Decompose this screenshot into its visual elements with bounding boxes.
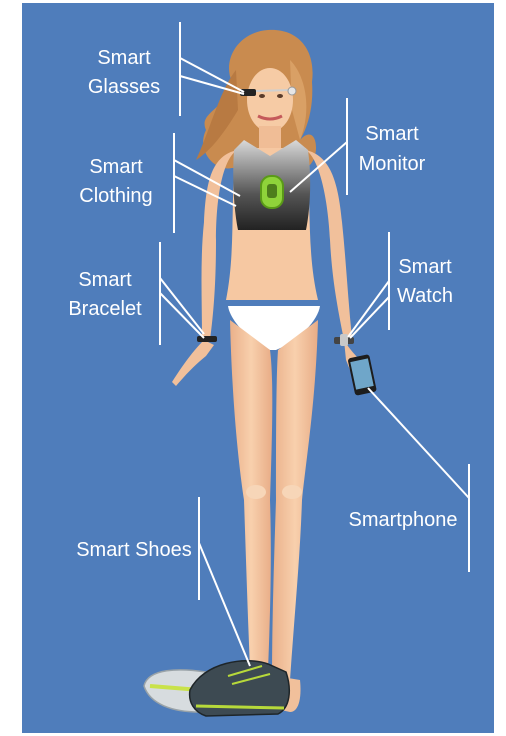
label-smart-clothing-line2: Clothing [79,185,152,207]
watch-pointer-2 [350,297,389,338]
label-smart-clothing-line1: Smart [89,156,143,178]
label-smart-monitor-line1: Smart [365,123,419,145]
clothing-pointer-2 [174,176,236,206]
woman-figure [144,30,377,716]
label-smartphone: Smartphone [349,509,458,531]
bracelet-pointer-2 [160,293,204,338]
smartphone-device [347,354,376,396]
smart-shoes-device [144,661,289,716]
label-smart-bracelet-line2: Bracelet [68,298,142,320]
neck [259,126,281,148]
right-eye [277,94,283,98]
label-smart-glasses-line2: Glasses [88,76,160,98]
watch-pointer-1 [348,281,389,337]
smart-monitor-device [261,176,283,208]
left-knee [246,485,266,499]
shoes-pointer [199,543,250,666]
smartphone-pointer [368,388,469,498]
bracelet-pointer-1 [160,278,204,334]
label-smart-watch-line1: Smart [398,256,452,278]
right-knee [282,485,302,499]
right-leg [272,320,318,680]
smart-bracelet-device [197,336,217,342]
face [247,68,293,132]
left-hand [172,340,214,386]
label-smart-bracelet-line1: Smart [78,269,132,291]
label-smart-shoes: Smart Shoes [76,539,192,561]
label-smart-glasses-line1: Smart [97,47,151,69]
label-smart-monitor-line2: Monitor [359,153,426,175]
left-eye [259,94,265,98]
label-smart-watch-line2: Watch [397,285,453,307]
